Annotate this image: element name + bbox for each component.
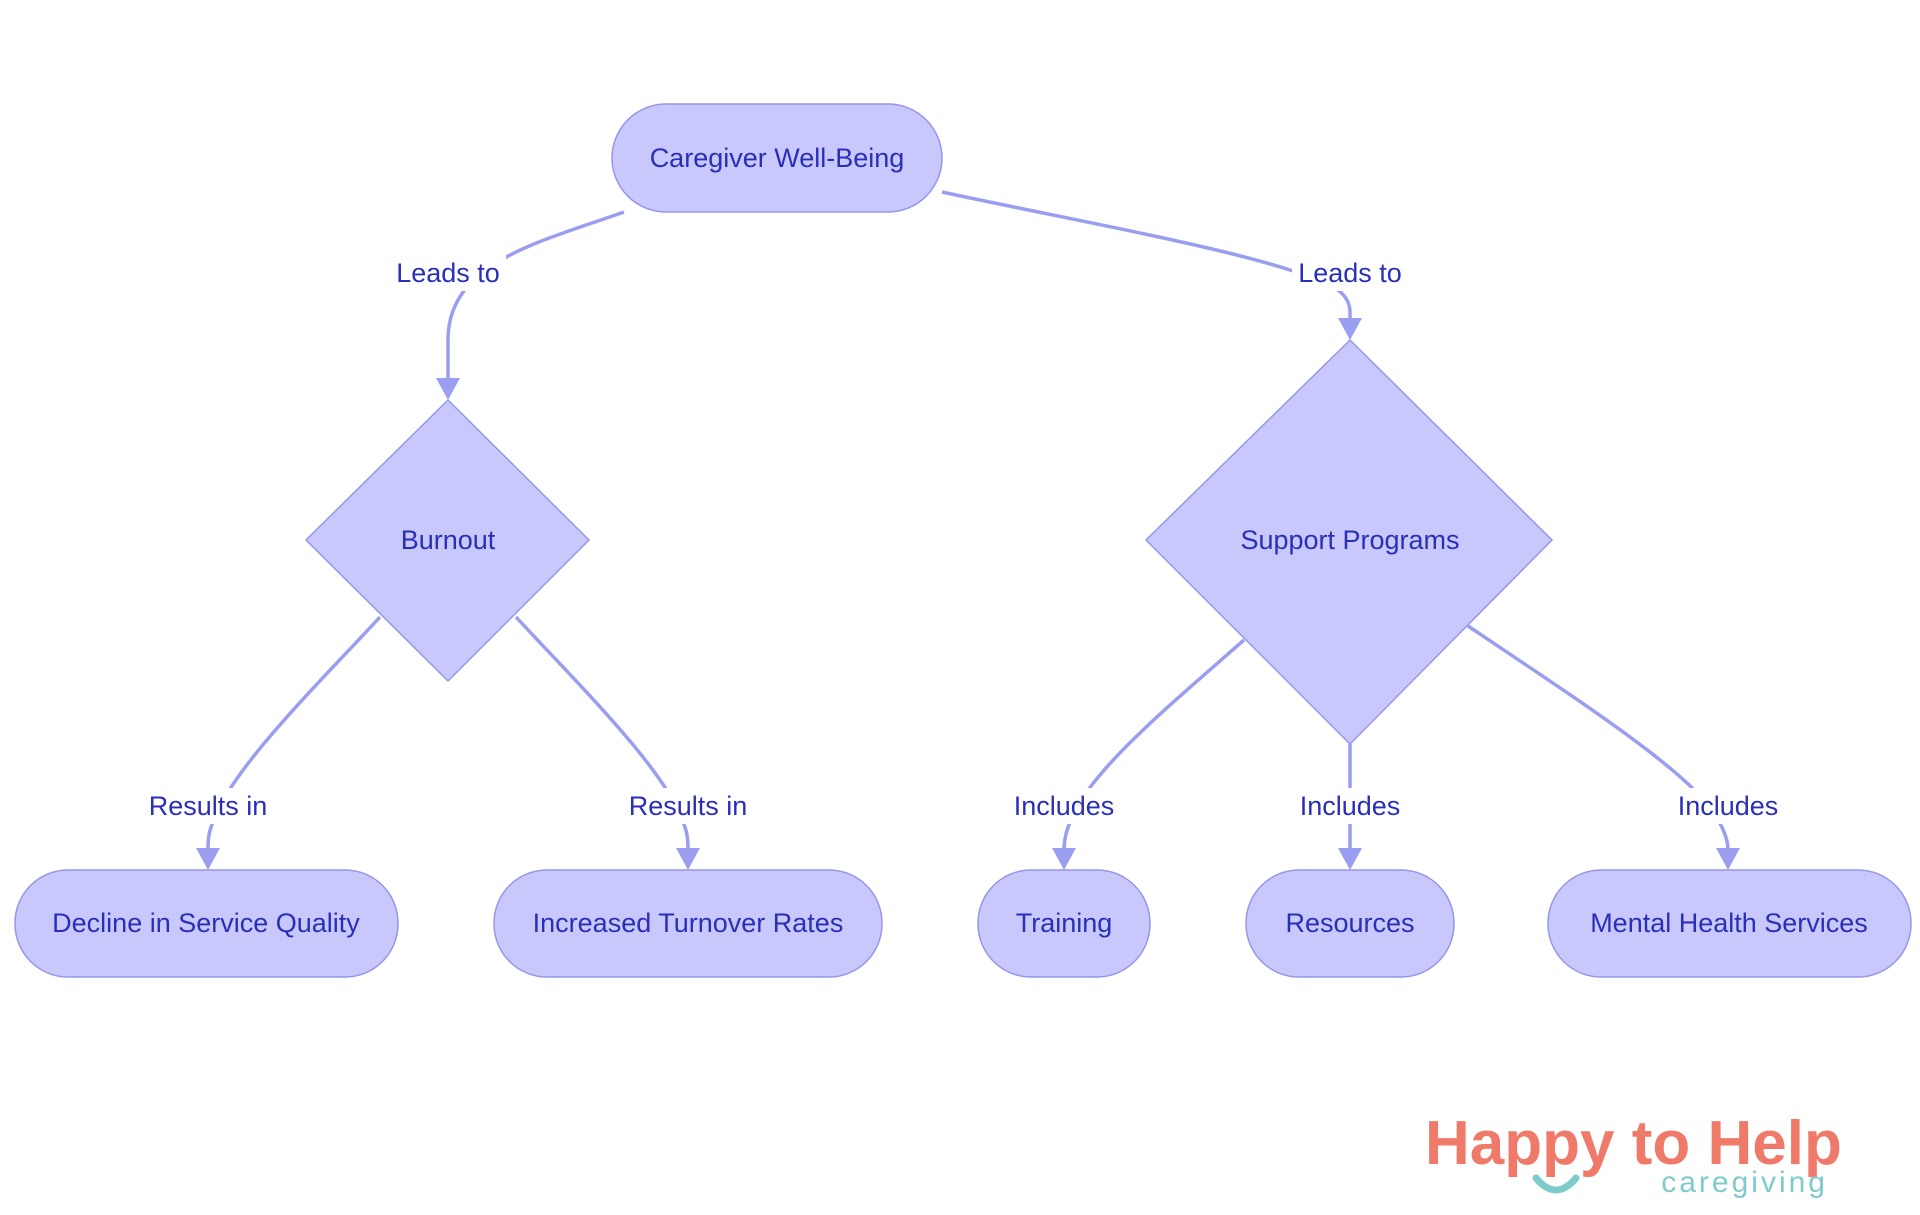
edge-labels: Leads to Leads to Results in Results in … xyxy=(140,255,1782,824)
edge-wellbeing-to-support-arrowhead xyxy=(1338,318,1362,340)
node-burnout: Burnout xyxy=(304,398,591,683)
logo-tagline: caregiving xyxy=(1661,1166,1828,1199)
node-increased-turnover: Increased Turnover Rates xyxy=(493,869,883,978)
edge-label-wellbeing-to-burnout: Leads to xyxy=(396,258,500,288)
edge-wellbeing-to-burnout xyxy=(446,210,625,380)
node-decline-service-quality-label: Decline in Service Quality xyxy=(52,908,360,938)
logo-smile-icon xyxy=(1532,1174,1580,1194)
edge-label-wellbeing-to-support: Leads to xyxy=(1298,258,1402,288)
edges xyxy=(196,190,1740,870)
node-support-programs-label: Support Programs xyxy=(1240,525,1459,555)
node-training: Training xyxy=(977,869,1151,978)
edge-burnout-to-decline-arrowhead xyxy=(196,848,220,870)
edge-burnout-to-decline xyxy=(206,615,382,851)
nodes: Caregiver Well-Being Burnout Support Pro… xyxy=(14,103,1912,978)
node-resources-label: Resources xyxy=(1285,908,1414,938)
logo-word-help: Help xyxy=(1707,1109,1841,1178)
edge-burnout-to-turnover xyxy=(514,615,690,851)
edge-label-support-to-resources: Includes xyxy=(1300,791,1401,821)
node-mental-health-services: Mental Health Services xyxy=(1547,869,1912,978)
edge-burnout-to-turnover-arrowhead xyxy=(676,848,700,870)
edge-label-support-to-mental-health: Includes xyxy=(1678,791,1779,821)
node-training-label: Training xyxy=(1016,908,1113,938)
node-mental-health-services-label: Mental Health Services xyxy=(1590,908,1868,938)
edge-support-to-training-arrowhead xyxy=(1052,848,1076,870)
node-increased-turnover-label: Increased Turnover Rates xyxy=(533,908,844,938)
edge-label-burnout-to-turnover: Results in xyxy=(629,791,748,821)
node-decline-service-quality: Decline in Service Quality xyxy=(14,869,399,978)
edge-wellbeing-to-burnout-arrowhead xyxy=(436,378,460,400)
node-caregiver-well-being: Caregiver Well-Being xyxy=(611,103,943,213)
edge-support-to-mental-health-arrowhead xyxy=(1716,848,1740,870)
logo-word-happy: Happy xyxy=(1425,1109,1615,1178)
node-resources: Resources xyxy=(1245,869,1455,978)
node-caregiver-well-being-label: Caregiver Well-Being xyxy=(650,143,905,173)
logo-wordmark: Happy to Help xyxy=(1425,1109,1842,1178)
edge-support-to-mental-health xyxy=(1467,624,1730,851)
edge-label-burnout-to-decline: Results in xyxy=(149,791,268,821)
edge-label-support-to-training: Includes xyxy=(1014,791,1115,821)
edge-wellbeing-to-support xyxy=(941,190,1352,320)
happy-to-help-logo: Happy to Help caregiving xyxy=(1425,1109,1842,1199)
logo-word-to: to xyxy=(1632,1109,1691,1178)
edge-support-to-resources-arrowhead xyxy=(1338,848,1362,870)
node-burnout-label: Burnout xyxy=(401,525,496,555)
node-support-programs: Support Programs xyxy=(1144,338,1554,746)
